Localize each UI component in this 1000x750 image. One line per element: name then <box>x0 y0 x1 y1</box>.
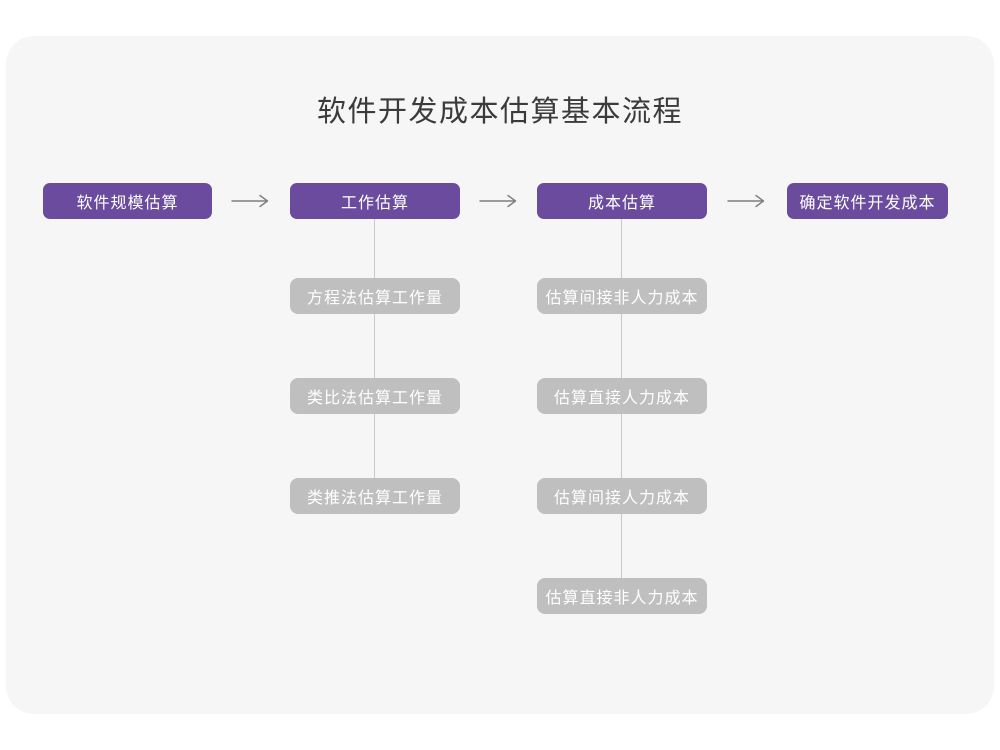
diagram-card <box>6 36 994 714</box>
arrow-right-icon <box>231 194 269 208</box>
diagram-title: 软件开发成本估算基本流程 <box>316 96 683 128</box>
substep-indirect-labor-cost: 估算间接人力成本 <box>537 478 707 514</box>
stage-work-estimation: 工作估算 <box>290 183 460 219</box>
stage-label: 成本估算 <box>587 195 656 212</box>
substep-indirect-nonlabor-cost: 估算间接非人力成本 <box>537 278 707 314</box>
connector-line-work-estimation <box>374 219 375 484</box>
stage-determine-development-cost: 确定软件开发成本 <box>787 183 948 219</box>
stage-label: 软件规模估算 <box>76 195 179 212</box>
substep-analogy-method: 类比法估算工作量 <box>290 378 460 414</box>
substep-direct-nonlabor-cost: 估算直接非人力成本 <box>537 578 707 614</box>
substep-direct-labor-cost: 估算直接人力成本 <box>537 378 707 414</box>
substep-extrapolation-method: 类推法估算工作量 <box>290 478 460 514</box>
arrow-right-icon <box>727 194 765 208</box>
stage-cost-estimation: 成本估算 <box>537 183 707 219</box>
stage-label: 确定软件开发成本 <box>799 195 936 212</box>
substep-equation-method: 方程法估算工作量 <box>290 278 460 314</box>
arrow-right-icon <box>479 194 517 208</box>
stage-label: 工作估算 <box>340 195 409 212</box>
stage-software-scale-estimation: 软件规模估算 <box>43 183 212 219</box>
